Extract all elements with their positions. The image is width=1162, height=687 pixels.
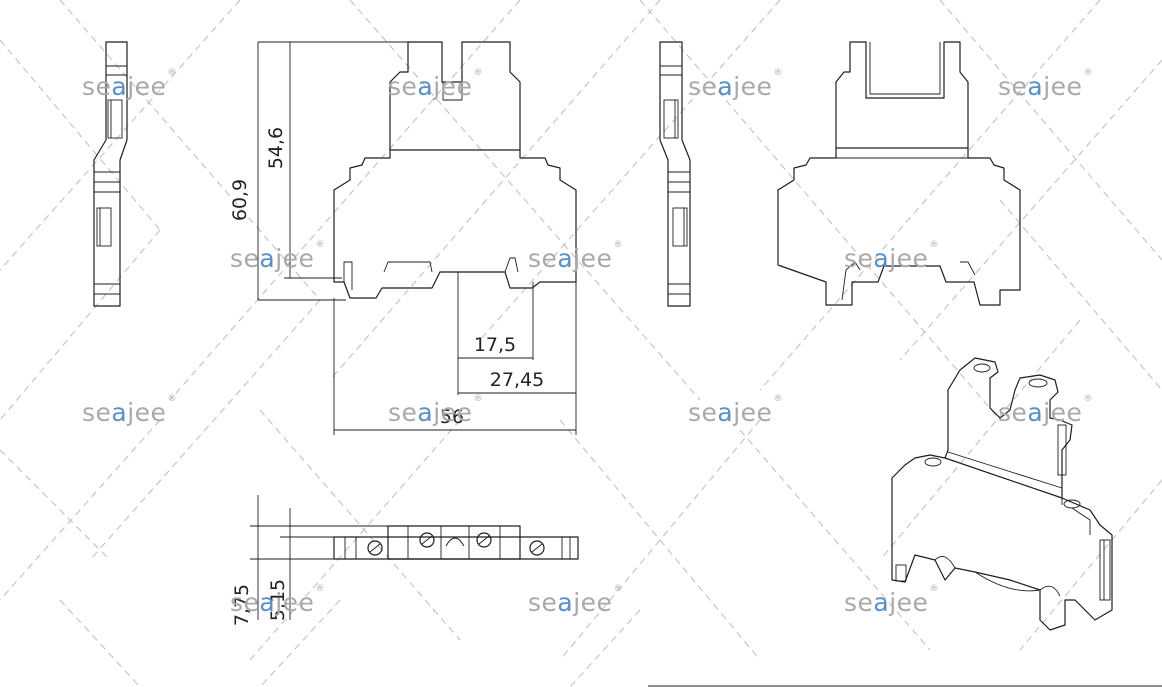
brand-watermark: seajee® (688, 68, 783, 101)
brand-watermark: seajee® (388, 68, 483, 101)
side-view-left (93, 41, 128, 307)
brand-watermark: seajee® (688, 394, 783, 427)
brand-watermark: seajee® (998, 394, 1093, 427)
dim-total-height: 60,9 (229, 179, 251, 221)
brand-watermark: seajee® (528, 240, 623, 273)
isometric-view (891, 357, 1113, 631)
front-view-plain (777, 41, 1021, 306)
front-view-dimensioned: 60,9 54,6 17,5 27,45 56 (229, 41, 577, 435)
brand-watermark: seajee® (82, 394, 177, 427)
dim-total-width: 56 (440, 406, 464, 428)
brand-watermark: seajee® (230, 240, 325, 273)
dim-body-height: 54,6 (265, 127, 287, 169)
brand-watermark: seajee® (528, 584, 623, 617)
dim-plan-depth-outer: 7,75 (231, 584, 253, 626)
top-view: 7,75 5,15 (231, 495, 579, 626)
brand-watermark: seajee® (998, 68, 1093, 101)
dim-plan-depth-inner: 5,15 (267, 579, 289, 621)
brand-watermark: seajee® (82, 68, 177, 101)
side-view-right (659, 41, 691, 307)
dim-half-width: 27,45 (490, 369, 544, 391)
brand-watermark: seajee® (388, 394, 483, 427)
dim-rail-offset: 17,5 (474, 334, 516, 356)
brand-watermark: seajee® (844, 240, 939, 273)
brand-watermark: seajee® (844, 584, 939, 617)
brand-watermark: seajee® (230, 584, 325, 617)
